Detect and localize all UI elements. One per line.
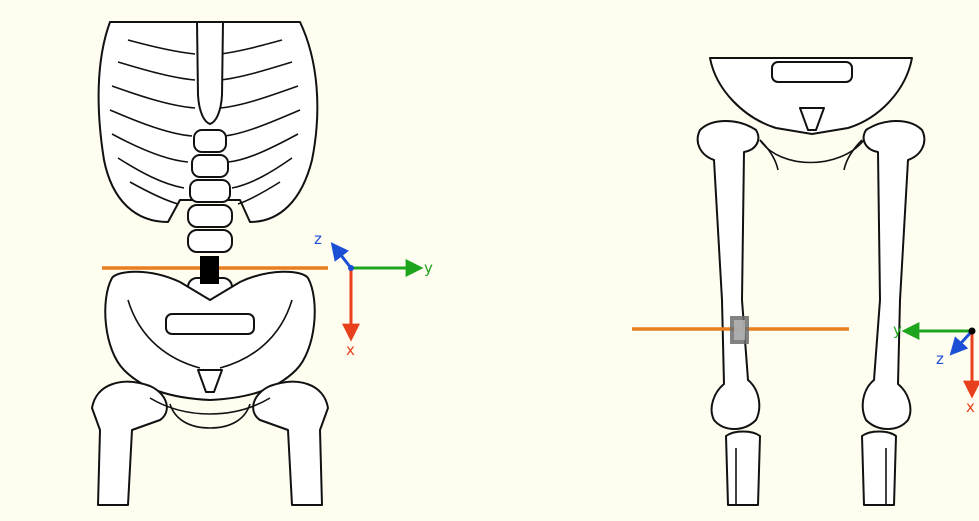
right-axis-y-label: y: [893, 321, 902, 339]
right-panel-left-femur: [698, 121, 760, 429]
left-axis-x-label: x: [346, 341, 355, 359]
left-axis-y-label: y: [424, 259, 433, 277]
right-panel-right-femur: [863, 121, 925, 429]
sternum: [197, 22, 223, 124]
right-axis-x-label: x: [966, 398, 975, 416]
right-skeleton: [698, 58, 925, 505]
right-axis-z-label: z: [936, 350, 944, 368]
right-tibia: [862, 432, 896, 506]
left-tibia: [726, 432, 760, 506]
left-sensor: [200, 256, 219, 284]
left-axes: y x z: [314, 230, 433, 359]
left-axis-z-label: z: [314, 230, 322, 248]
